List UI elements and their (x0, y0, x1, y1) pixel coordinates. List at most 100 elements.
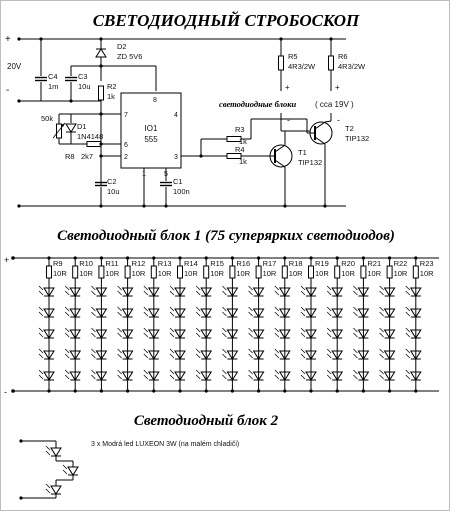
d2-ref: D2 (117, 42, 127, 51)
r6-ref: R6 (338, 52, 348, 61)
string-resistor (98, 265, 105, 279)
ic-pin-4: 4 (174, 112, 178, 119)
c3-ref: C3 (78, 72, 88, 81)
led (405, 306, 422, 318)
led (90, 327, 107, 339)
led-block-1: + - R910RR1010RR1110RR1210RR1310RR1410RR… (4, 255, 439, 397)
led (117, 285, 134, 297)
resistor-value: 10R (184, 269, 198, 278)
led (379, 306, 396, 318)
led-blocks-label: светодиодные блоки (219, 99, 297, 109)
led (405, 348, 422, 360)
string-resistor (386, 265, 393, 279)
block2-heading: Светодиодный блок 2 (134, 413, 279, 429)
r8-value: 2k7 (81, 152, 93, 161)
led (64, 348, 81, 360)
resistor-ref: R20 (341, 259, 355, 268)
c2-ref: C2 (107, 177, 117, 186)
r6-minus-marker: - (337, 115, 340, 125)
ic-type: 555 (144, 135, 158, 144)
r5-ref: R5 (288, 52, 298, 61)
led (169, 285, 186, 297)
c4-ref: C4 (48, 72, 58, 81)
led (117, 348, 134, 360)
led (221, 369, 238, 381)
led (143, 306, 160, 318)
led (221, 327, 238, 339)
led (169, 306, 186, 318)
r2-value: 1k (107, 92, 115, 101)
t1-ref: T1 (298, 148, 307, 157)
resistor-ref: R18 (289, 259, 303, 268)
resistor-value: 10R (236, 269, 250, 278)
led-blocks-voltage: ( cca 19V ) (315, 100, 354, 109)
led (117, 369, 134, 381)
page-title: СВЕТОДИОДНЫЙ СТРОБОСКОП (93, 11, 360, 30)
led (38, 327, 55, 339)
led (38, 285, 55, 297)
resistor-value: 10R (394, 269, 408, 278)
led (300, 327, 317, 339)
led (221, 348, 238, 360)
led (169, 327, 186, 339)
string-resistor (281, 265, 288, 279)
led (90, 348, 107, 360)
d1-value: 1N4148 (77, 132, 103, 141)
led (64, 306, 81, 318)
led (274, 327, 291, 339)
led (274, 306, 291, 318)
t2-ref: T2 (345, 124, 354, 133)
resistor-value: 10R (315, 269, 329, 278)
r5-value: 4R3/2W (288, 62, 316, 71)
led (300, 306, 317, 318)
r8-ref: R8 (65, 152, 75, 161)
supply-voltage-label: 20V (7, 62, 22, 71)
resistor-value: 10R (420, 269, 434, 278)
resistor-value: 10R (263, 269, 277, 278)
ic-pin-2: 2 (124, 154, 128, 161)
led (195, 348, 212, 360)
resistor-value: 10R (210, 269, 224, 278)
resistor-ref: R10 (79, 259, 93, 268)
led (248, 306, 265, 318)
led (195, 327, 212, 339)
led (195, 306, 212, 318)
led (195, 369, 212, 381)
led (64, 327, 81, 339)
block1-plus: + (4, 255, 9, 265)
led (300, 369, 317, 381)
led (64, 369, 81, 381)
string-resistor (229, 265, 236, 279)
led (221, 285, 238, 297)
c1-ref: C1 (173, 177, 183, 186)
led (405, 369, 422, 381)
string-resistor (72, 265, 79, 279)
supply-plus-label: + (5, 34, 11, 45)
led (300, 348, 317, 360)
led-block-2: 3 x Modrá led LUXEON 3W (na malém chladi… (19, 439, 239, 500)
led (90, 285, 107, 297)
t2-value: TIP132 (345, 134, 369, 143)
led (38, 348, 55, 360)
led (379, 348, 396, 360)
led (405, 327, 422, 339)
string-resistor (150, 265, 157, 279)
resistor-ref: R14 (184, 259, 198, 268)
led (352, 285, 369, 297)
led (248, 369, 265, 381)
led (379, 285, 396, 297)
c1-value: 100n (173, 187, 190, 196)
led (326, 369, 343, 381)
r3-ref: R3 (235, 125, 245, 134)
resistor-value: 10R (158, 269, 172, 278)
supply-minus-label: - (6, 85, 9, 96)
resistor-ref: R17 (263, 259, 277, 268)
